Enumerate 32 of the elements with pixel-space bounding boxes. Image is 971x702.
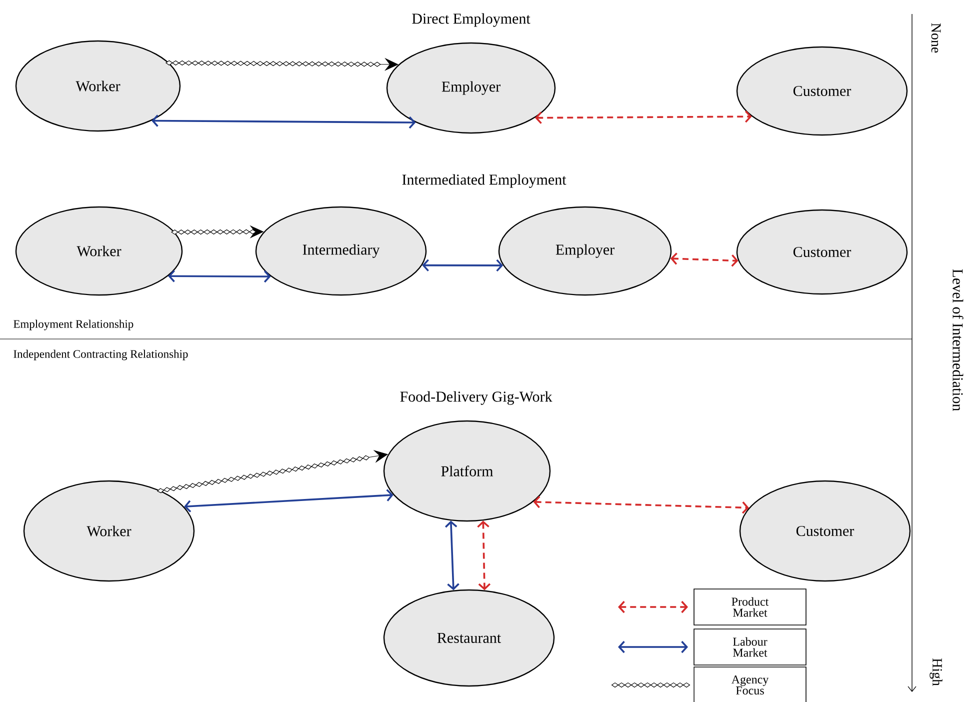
axis-label: High (930, 658, 942, 686)
arrow (670, 252, 738, 267)
arrow (533, 496, 749, 514)
arrow (477, 520, 491, 590)
ellipse-node: Platform (383, 420, 551, 522)
section-heading: Intermediated Employment (402, 174, 566, 188)
ellipse-node: Employer (498, 206, 672, 296)
arrow (422, 259, 504, 272)
ellipse-node: Customer (736, 209, 908, 295)
ellipse-node: Intermediary (255, 206, 427, 296)
arrow (168, 270, 271, 283)
arrow (171, 226, 264, 238)
ellipse-node: Restaurant (383, 589, 555, 687)
arrow (184, 489, 394, 512)
ellipse-node: Worker (23, 480, 195, 582)
legend-box: Agency Focus (694, 666, 806, 702)
ellipse-node: Customer (739, 480, 911, 582)
arrow (444, 520, 460, 590)
ellipse-node: Worker (15, 40, 181, 132)
legend-box: Product Market (694, 588, 806, 626)
legend-box: Labour Market (694, 628, 806, 666)
region-label: Employment Relationship (14, 320, 134, 330)
axis-label: Level of Intermediation (952, 269, 964, 412)
section-heading: Direct Employment (412, 13, 530, 27)
section-heading: Food-Delivery Gig-Work (400, 391, 552, 405)
ellipse-node: Customer (736, 46, 908, 136)
arrow (152, 114, 416, 129)
arrow (534, 110, 752, 124)
axis-label: None (931, 23, 941, 53)
ellipse-node: Employer (386, 42, 556, 134)
region-label: Independent Contracting Relationship (14, 350, 188, 360)
ellipse-node: Worker (15, 206, 183, 296)
